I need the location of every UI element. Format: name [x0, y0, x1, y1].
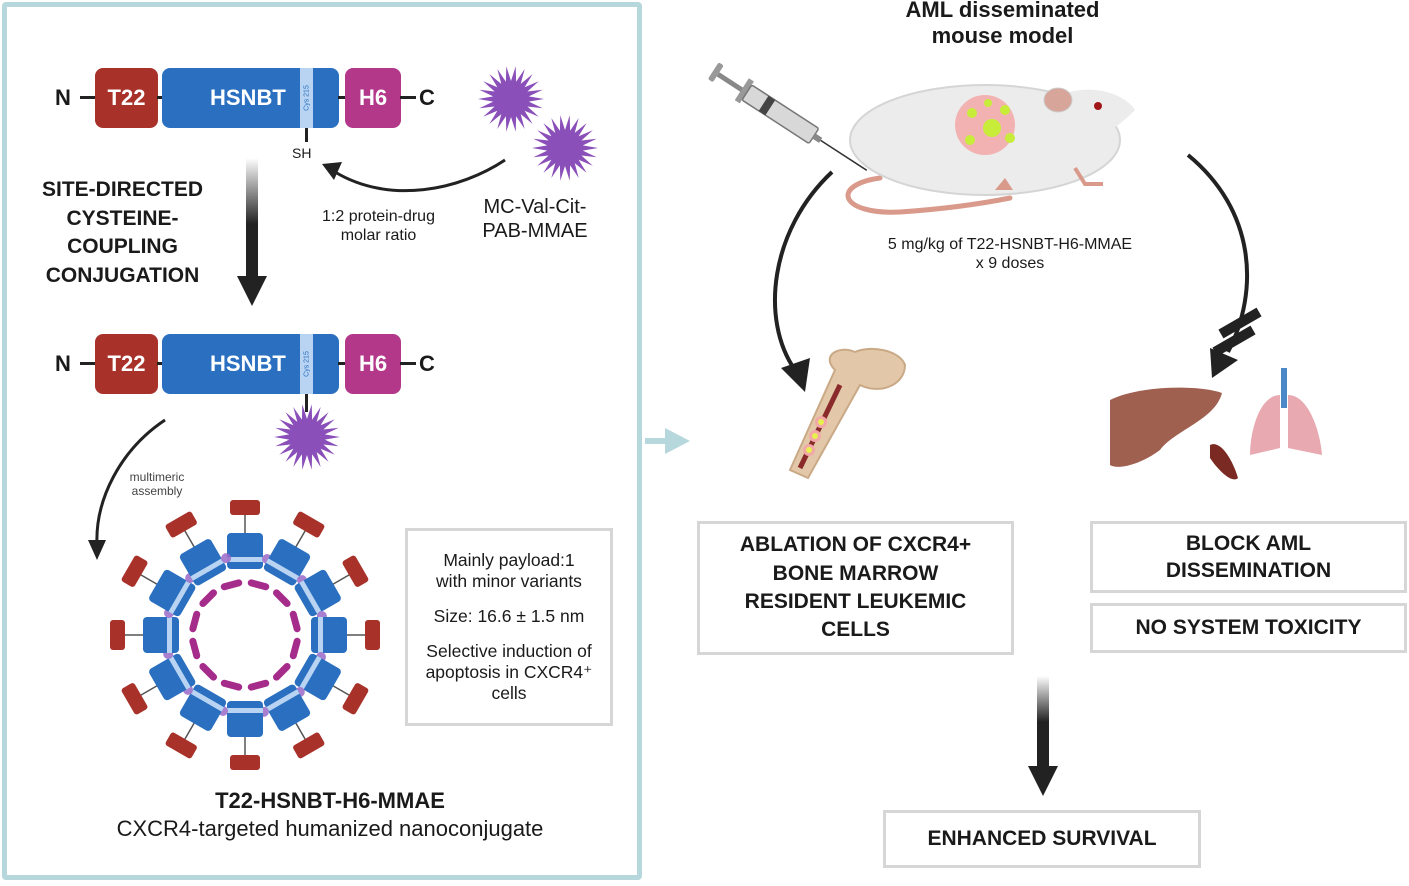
product-description: CXCR4-targeted humanized nanoconjugate [116, 816, 544, 841]
linker [80, 96, 96, 99]
ablation-text: ABLATION OF CXCR4+ BONE MARROW RESIDENT … [739, 533, 972, 642]
h6-link-segment [220, 579, 243, 591]
h6-link-segment [272, 589, 291, 608]
h6-link-segment [289, 637, 301, 660]
drug-bond [305, 394, 308, 412]
no-toxicity-text: NO SYSTEM TOXICITY [1135, 616, 1362, 639]
h6-link-segment [189, 610, 201, 633]
t22-label: T22 [107, 85, 146, 110]
t22-label: T22 [107, 351, 146, 376]
h6-link-segment [272, 662, 291, 681]
hsnbt-label: HSNBT [210, 85, 286, 110]
linker [338, 96, 346, 99]
h6-link-segment [199, 662, 218, 681]
h6-label: H6 [358, 351, 388, 376]
survival-text: ENHANCED SURVIVAL [927, 827, 1157, 850]
lungs-icon [1250, 368, 1322, 455]
monomer-unit [110, 608, 179, 653]
linker [80, 362, 96, 365]
survival-box: ENHANCED SURVIVAL [883, 810, 1201, 868]
block-dissemination-text: BLOCK AML DISSEMINATION [1165, 531, 1332, 582]
t22-domain: T22 [95, 334, 158, 394]
monomer-unit [121, 555, 196, 617]
tumor-cluster [955, 95, 1015, 155]
h6-link-segment [289, 610, 301, 633]
size-text: Size: 16.6 ± 1.5 nm [433, 606, 585, 626]
h6-link-segment [247, 579, 270, 591]
h6-link-segment [189, 637, 201, 660]
c-terminus-label: C [419, 351, 435, 376]
mouse-model-title: AML disseminated mouse model [905, 0, 1100, 48]
monomer-unit [227, 500, 272, 569]
monomer-unit [263, 511, 325, 586]
conjugation-label: SITE-DIRECTED CYSTEINE- COUPLING CONJUGA… [41, 178, 203, 287]
cys215-band: Cys 215 [300, 68, 313, 128]
h6-link-segment [199, 589, 218, 608]
dose-label: 5 mg/kg of T22-HSNBT-H6-MMAE x 9 doses [887, 236, 1133, 272]
no-toxicity-box: NO SYSTEM TOXICITY [1090, 603, 1407, 653]
monomer-unit [218, 701, 263, 770]
assembly-label: multimeric assembly [129, 470, 185, 499]
h6-domain: H6 [345, 68, 401, 128]
n-terminus-label: N [55, 85, 71, 110]
block-mark [1218, 307, 1262, 339]
arrowhead [322, 162, 342, 180]
drug-label: MC-Val-Cit- PAB-MMAE [482, 196, 588, 242]
monomer-unit [294, 555, 369, 622]
h6-label: H6 [358, 85, 388, 110]
h6-domain: H6 [345, 334, 401, 394]
linker [400, 362, 416, 365]
ablation-box: ABLATION OF CXCR4+ BONE MARROW RESIDENT … [697, 521, 1014, 655]
block-dissemination-box: BLOCK AML DISSEMINATION [1090, 521, 1407, 593]
h6-link-segment [220, 679, 243, 691]
spleen-icon [1210, 444, 1238, 480]
liver-icon [1110, 387, 1222, 467]
properties-box: Mainly payload:1 with minor variants Siz… [405, 528, 613, 726]
sh-label: SH [292, 145, 312, 161]
cys215-band: Cys 215 [300, 334, 313, 394]
h6-link-segment [247, 679, 270, 691]
block-mark [1212, 325, 1256, 357]
n-terminus-label: N [55, 351, 71, 376]
monomer-unit [258, 684, 325, 759]
monomer-unit [165, 511, 232, 586]
linker [338, 362, 346, 365]
product-name: T22-HSNBT-H6-MMAE [215, 788, 445, 813]
c-terminus-label: C [419, 85, 435, 110]
linker [157, 96, 163, 99]
payload-text: Mainly payload:1 with minor variants [436, 550, 582, 591]
ratio-label: 1:2 protein-drug molar ratio [322, 208, 435, 244]
t22-domain: T22 [95, 68, 158, 128]
linker [400, 96, 416, 99]
monomer-unit [311, 617, 380, 662]
hsnbt-label: HSNBT [210, 351, 286, 376]
selectivity-text: Selective induction of apoptosis in CXCR… [425, 641, 593, 703]
linker [157, 362, 163, 365]
thiol-bond [305, 128, 308, 142]
